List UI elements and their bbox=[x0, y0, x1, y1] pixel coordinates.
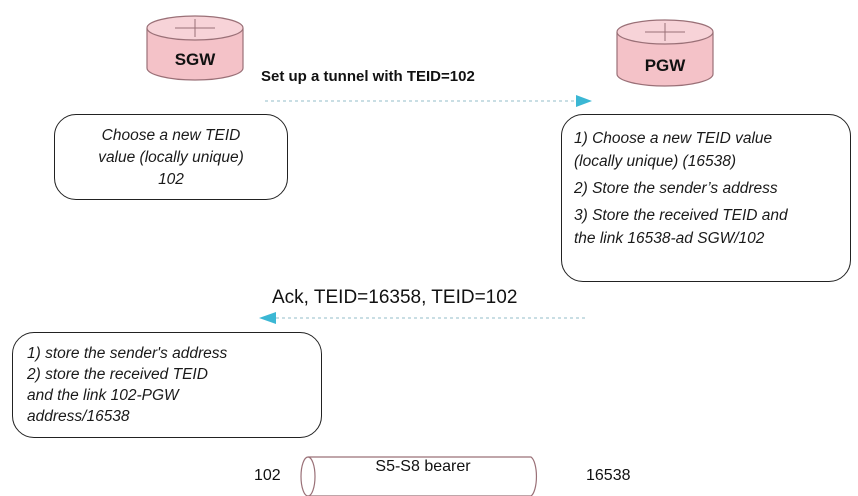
sgw-label: SGW bbox=[174, 50, 216, 69]
sgw-box-line: value (locally unique) bbox=[98, 149, 244, 166]
sgw-store-line: address/16538 bbox=[27, 408, 130, 425]
sgw-store-line: 2) store the received TEID bbox=[27, 366, 208, 383]
sgw-store-line: and the link 102-PGW bbox=[27, 387, 179, 404]
pgw-box-line: 2) Store the sender’s address bbox=[574, 180, 778, 197]
bearer-tube-icon bbox=[300, 456, 538, 496]
pgw-box-line: the link 16538-ad SGW/102 bbox=[574, 230, 765, 247]
sgw-box-line: 102 bbox=[158, 171, 184, 188]
pgw-teid-box: 1) Choose a new TEID value (locally uniq… bbox=[561, 114, 851, 282]
sgw-node-icon bbox=[146, 15, 244, 81]
pgw-box-line: (locally unique) (16538) bbox=[574, 153, 736, 170]
pgw-box-line: 1) Choose a new TEID value bbox=[574, 130, 773, 147]
pgw-node-icon bbox=[616, 19, 714, 87]
setup-message-label: Set up a tunnel with TEID=102 bbox=[261, 68, 475, 85]
sgw-store-line: 1) store the sender's address bbox=[27, 345, 228, 362]
sgw-store-box: 1) store the sender's address 2) store t… bbox=[12, 332, 322, 438]
sgw-teid-box: Choose a new TEID value (locally unique)… bbox=[54, 114, 288, 200]
setup-arrow bbox=[265, 95, 592, 107]
bearer-left-teid: 102 bbox=[254, 467, 281, 484]
bearer-right-teid: 16538 bbox=[586, 467, 631, 484]
ack-arrow bbox=[259, 312, 585, 324]
sgw-box-line: Choose a new TEID bbox=[101, 127, 241, 144]
ack-message-label: Ack, TEID=16358, TEID=102 bbox=[272, 287, 518, 308]
pgw-label: PGW bbox=[644, 56, 686, 75]
pgw-box-line: 3) Store the received TEID and bbox=[574, 207, 788, 224]
bearer-label: S5-S8 bearer bbox=[375, 458, 471, 475]
